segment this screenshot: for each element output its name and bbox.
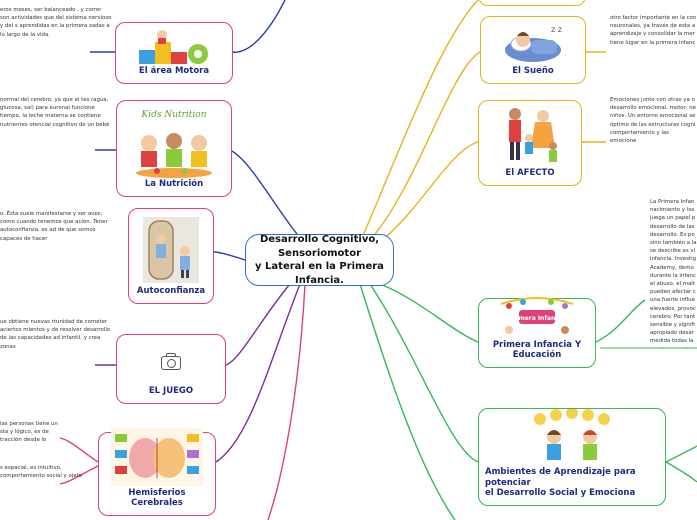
- connector-bottom-right: [359, 283, 456, 520]
- hemisferios-note-bottom: s espacial, es intuitivo, comportamiento…: [0, 465, 82, 480]
- kids-nutrition-illustration: Kids Nutrition: [123, 105, 225, 179]
- brain-hemispheres-illustration: [105, 426, 209, 488]
- connector-top-right: [361, 0, 479, 239]
- nutricion-note: normal del cerebro, ya que el tes (agua,…: [0, 97, 110, 128]
- connector-ambientes-right2: [665, 461, 697, 483]
- node-sueno[interactable]: z z El Sueño: [480, 16, 586, 84]
- autoconfianza-title: Autoconfianza: [136, 286, 206, 297]
- camera-icon: [161, 352, 181, 370]
- connector-autoconfianza: [213, 251, 246, 261]
- node-top-right-partial[interactable]: [478, 0, 586, 6]
- connector-educacion-note: [595, 299, 646, 343]
- node-afecto[interactable]: El AFECTO: [478, 100, 582, 186]
- sueno-title: El Sueño: [512, 66, 554, 77]
- node-motora[interactable]: El área Motora: [115, 22, 233, 84]
- afecto-note: Emociones junto con otras ya n desarroll…: [610, 97, 696, 144]
- afecto-title: El AFECTO: [505, 168, 555, 179]
- connector-hemisferios: [215, 283, 301, 463]
- juego-note: ue obtiene nuevas rtunidad de cometer ac…: [0, 319, 111, 350]
- connector-hemisferios-note-bottom: [59, 465, 99, 485]
- ambientes-title-line-1: Ambientes de Aprendizaje para potenciar: [485, 467, 636, 488]
- connector-bottom-left: [267, 283, 306, 520]
- node-autoconfianza[interactable]: Autoconfianza: [128, 208, 214, 304]
- ambientes-title: Ambientes de Aprendizaje para potenciar …: [485, 467, 659, 499]
- central-title-line-3: y Lateral en la Primera Infancia.: [255, 261, 384, 286]
- connector-nutricion: [229, 149, 301, 239]
- node-nutricion[interactable]: Kids Nutrition La Nutrición: [116, 100, 232, 197]
- educacion-note: La Primera Infan nacimiento y los juega …: [650, 199, 697, 348]
- sleeping-child-illustration: z z: [487, 20, 579, 66]
- connector-educacion: [379, 283, 479, 343]
- juego-title: EL JUEGO: [148, 386, 194, 397]
- connector-hemisferios-note-top: [59, 437, 99, 463]
- connector-ambientes: [369, 283, 479, 463]
- central-topic[interactable]: Desarrollo Cognitivo, Sensoriomotor y La…: [245, 234, 394, 286]
- node-juego[interactable]: EL JUEGO: [116, 334, 226, 404]
- family-illustration: [485, 104, 575, 168]
- node-ambientes[interactable]: Ambientes de Aprendizaje para potenciar …: [478, 408, 666, 506]
- motora-note: eros meses, ser balanceado , y correr so…: [0, 7, 112, 38]
- svg-text:z z: z z: [551, 25, 562, 34]
- connector-motora: [231, 0, 286, 53]
- primera-infancia-caption: Primera Infancia: [509, 315, 565, 322]
- sueno-note: otro factor importante en la con neurona…: [610, 15, 697, 46]
- nutricion-title: La Nutrición: [144, 179, 204, 190]
- connector-afecto: [381, 141, 479, 241]
- connector-ambientes-right: [665, 445, 697, 463]
- central-title-line-2: Sensoriomotor: [277, 247, 362, 259]
- motora-title: El área Motora: [138, 66, 210, 77]
- central-topic-title: Desarrollo Cognitivo, Sensoriomotor y La…: [252, 233, 387, 287]
- child-mirror-illustration: [135, 213, 207, 286]
- motor-kids-illustration: [122, 27, 226, 66]
- hemisferios-title: Hemisferios Cerebrales: [128, 487, 186, 509]
- ambientes-title-line-2: el Desarrollo Social y Emociona: [485, 488, 636, 499]
- educacion-title: Primera Infancia Y Educación: [492, 339, 582, 361]
- connector-juego: [225, 283, 291, 366]
- connector-sueno: [371, 51, 481, 239]
- primera-infancia-illustration: Primera Infancia: [485, 294, 589, 340]
- node-educacion[interactable]: Primera Infancia Primera Infancia Y Educ…: [478, 296, 596, 368]
- node-hemisferios[interactable]: Hemisferios Cerebrales: [98, 427, 216, 516]
- kids-nutrition-caption: Kids Nutrition: [140, 110, 206, 120]
- autoconfianza-note: o. Ésta suele manifestarse y ser aves, c…: [0, 211, 108, 242]
- emotions-kids-illustration: [485, 409, 659, 467]
- hemisferios-note-top: las personas tiene un sta y lógico, es d…: [0, 421, 58, 444]
- image-placeholder: [123, 339, 219, 386]
- central-title-line-1: Desarrollo Cognitivo,: [259, 234, 380, 245]
